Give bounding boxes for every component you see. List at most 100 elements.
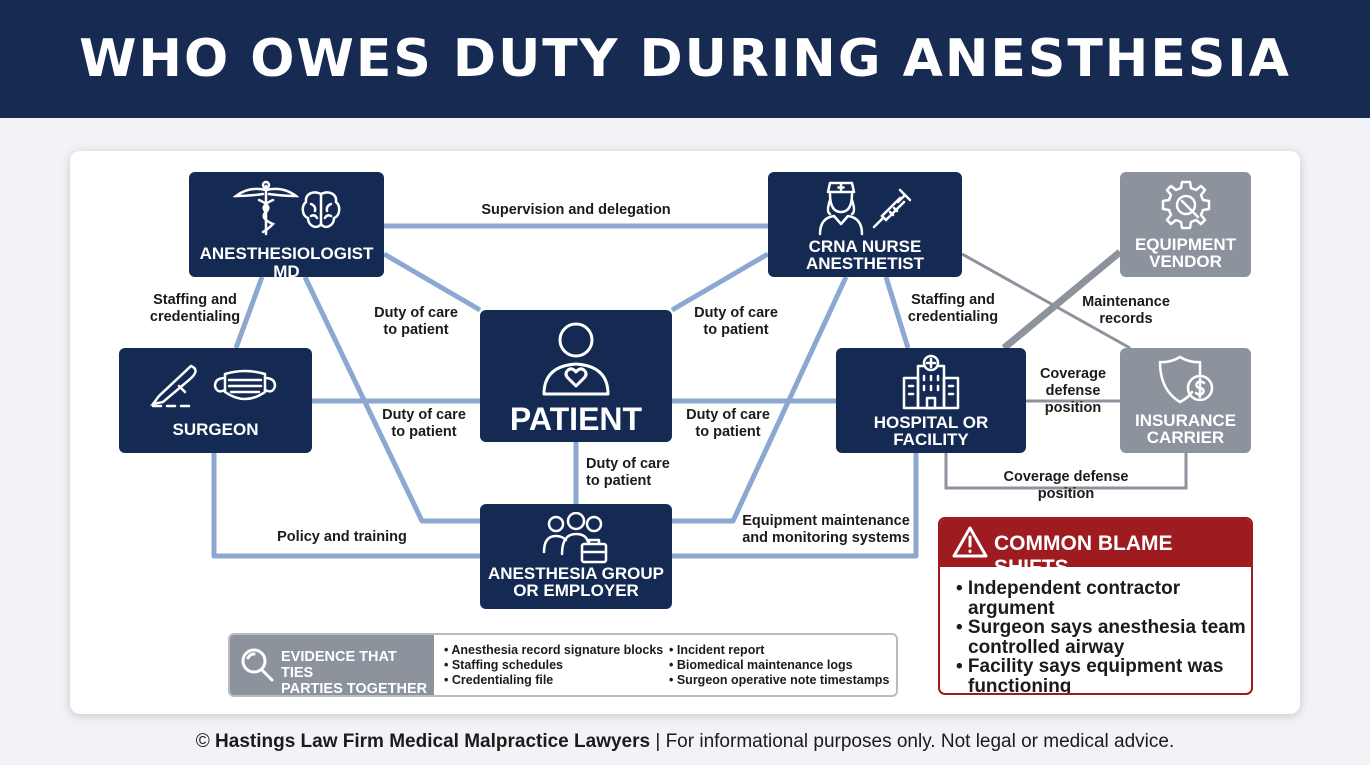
- evidence-list-right: • Incident report • Biomedical maintenan…: [669, 643, 889, 688]
- edge-label-line: to patient: [383, 322, 449, 338]
- firm-name: Hastings Law Firm Medical Malpractice La…: [215, 731, 651, 752]
- node-anesthesiologist: ANESTHESIOLOGIST MD: [189, 172, 384, 281]
- node-label-line-1: EQUIPMENT: [1134, 235, 1237, 254]
- edge-label-line: credentialing: [149, 309, 241, 325]
- gear-wrench-icon: [1161, 180, 1211, 230]
- edge-label-line: Coverage defense: [1003, 469, 1129, 485]
- evidence-item: • Incident report: [669, 643, 765, 657]
- evidence-box: EVIDENCE THAT TIES PARTIES TOGETHER • An…: [228, 633, 898, 697]
- node-equipment-vendor: EQUIPMENT VENDOR: [1120, 172, 1251, 277]
- edge-label-staffing-left: Staffing and credentialing: [140, 292, 250, 326]
- evidence-list-left: • Anesthesia record signature blocks • S…: [444, 643, 663, 688]
- blame-item: • Surgeon says anesthesia team controlle…: [956, 617, 1246, 658]
- node-label-line-2: VENDOR: [1149, 252, 1222, 271]
- edge-label-line: Staffing and: [153, 292, 237, 308]
- edge-crna-insurance: [961, 252, 1131, 350]
- copyright-symbol: ©: [195, 731, 210, 752]
- evidence-item: • Anesthesia record signature blocks: [444, 643, 664, 657]
- edge-label-line: credentialing: [907, 309, 999, 325]
- evidence-title-line: EVIDENCE THAT TIES: [281, 649, 397, 681]
- evidence-item: • Credentialing file: [444, 673, 554, 687]
- edge-label-line: defense: [1045, 383, 1101, 399]
- node-label-line-1: HOSPITAL OR: [873, 413, 989, 432]
- evidence-title: EVIDENCE THAT TIES PARTIES TOGETHER: [281, 649, 431, 697]
- edge-crna-hospital: [883, 276, 911, 349]
- hospital-building-icon: [902, 354, 960, 410]
- edge-label-line: to patient: [695, 424, 761, 440]
- blame-item: • Independent contractor argument: [956, 578, 1181, 619]
- edge-label-duty-top-right: Duty of care to patient: [686, 305, 786, 339]
- node-label: ANESTHESIOLOGIST MD: [199, 244, 374, 281]
- edge-label-supervision: Supervision and delegation: [481, 202, 671, 218]
- edge-label-policy: Policy and training: [277, 529, 407, 545]
- node-insurance: INSURANCE CARRIER: [1120, 348, 1251, 453]
- brain-icon: [301, 191, 341, 229]
- footer: © Hastings Law Firm Medical Malpractice …: [0, 729, 1370, 755]
- edge-label-line: Equipment maintenance: [742, 513, 910, 529]
- edge-label-line: Duty of care: [686, 407, 770, 423]
- edge-label-line: Coverage: [1039, 366, 1107, 382]
- edge-label-line: records: [1099, 311, 1153, 327]
- evidence-item: • Staffing schedules: [444, 658, 563, 672]
- evidence-header: EVIDENCE THAT TIES PARTIES TOGETHER: [230, 635, 434, 697]
- title-banner: WHO OWES DUTY DURING ANESTHESIA: [0, 0, 1370, 118]
- node-label-line-1: CRNA NURSE: [808, 237, 922, 256]
- node-patient: PATIENT: [480, 310, 672, 442]
- edge-crna-patient: [670, 251, 770, 313]
- edge-label-line: Duty of care: [694, 305, 778, 321]
- edge-label-line: Duty of care: [374, 305, 458, 321]
- edge-label-duty-mid-right: Duty of care to patient: [678, 407, 778, 441]
- patient-heart-icon: [542, 322, 610, 396]
- edge-md-group: [302, 275, 480, 524]
- blame-title: COMMON BLAME SHIFTS: [994, 532, 1173, 579]
- edge-label-line: position: [1037, 486, 1095, 502]
- team-briefcase-icon: [542, 512, 608, 564]
- edge-vendor-hospital: [1001, 249, 1123, 351]
- evidence-item: • Surgeon operative note timestamps: [669, 673, 890, 687]
- shield-dollar-icon: [1158, 355, 1214, 404]
- node-hospital: HOSPITAL OR FACILITY: [836, 348, 1026, 453]
- scalpel-icon: [150, 364, 197, 408]
- edge-label-line: to patient: [391, 424, 457, 440]
- blame-shifts-box: COMMON BLAME SHIFTS • Independent contra…: [938, 517, 1253, 695]
- blame-list: • Independent contractor argument • Surg…: [956, 578, 1246, 695]
- edge-label-duty-bottom: Duty of care to patient: [576, 456, 686, 490]
- edge-crna-group: [672, 275, 849, 524]
- node-label-line-1: INSURANCE: [1134, 411, 1237, 430]
- syringe-icon: [872, 188, 912, 229]
- warning-icon: [952, 526, 988, 558]
- page-title: WHO OWES DUTY DURING ANESTHESIA: [79, 29, 1291, 89]
- edge-md-patient: [382, 251, 482, 313]
- edge-label-staffing-right: Staffing and credentialing: [898, 292, 1008, 326]
- edge-label-coverage-low: Coverage defense position: [996, 469, 1136, 503]
- edge-hospital-insurance-low: [944, 453, 1188, 490]
- node-label-line-2: CARRIER: [1146, 428, 1225, 447]
- edge-label-line: Staffing and: [911, 292, 995, 308]
- blame-header: COMMON BLAME SHIFTS: [940, 519, 1251, 579]
- blame-item: • Facility says equipment was functionin…: [956, 656, 1224, 695]
- node-label: PATIENT: [509, 401, 643, 437]
- disclaimer: | For informational purposes only. Not l…: [655, 731, 1175, 752]
- edge-label-duty-mid-left: Duty of care to patient: [374, 407, 474, 441]
- edge-surgeon-group: [211, 453, 480, 559]
- evidence-item: • Biomedical maintenance logs: [669, 658, 853, 672]
- node-label-line-2: FACILITY: [893, 430, 969, 449]
- node-label-line-2: OR EMPLOYER: [513, 581, 639, 600]
- edge-label-duty-top-left: Duty of care to patient: [366, 305, 466, 339]
- magnifier-icon: [241, 648, 274, 682]
- caduceus-icon: [233, 180, 299, 236]
- evidence-title-line: PARTIES TOGETHER: [281, 681, 428, 697]
- edge-label-line: Duty of care: [586, 456, 670, 472]
- edge-label-line: to patient: [586, 473, 652, 489]
- edge-label-equipment-maintenance: Equipment maintenance and monitoring sys…: [740, 513, 912, 547]
- surgical-mask-icon: [213, 369, 277, 401]
- edge-label-line: and monitoring systems: [742, 530, 910, 546]
- node-anesthesia-group: ANESTHESIA GROUP OR EMPLOYER: [480, 504, 672, 609]
- node-surgeon: SURGEON: [119, 348, 312, 453]
- edge-label-line: Duty of care: [382, 407, 466, 423]
- edge-label-line: position: [1044, 400, 1102, 416]
- edge-label-line: Maintenance: [1082, 294, 1170, 310]
- edge-label-maintenance: Maintenance records: [1074, 294, 1178, 328]
- node-crna: CRNA NURSE ANESTHETIST: [768, 172, 962, 277]
